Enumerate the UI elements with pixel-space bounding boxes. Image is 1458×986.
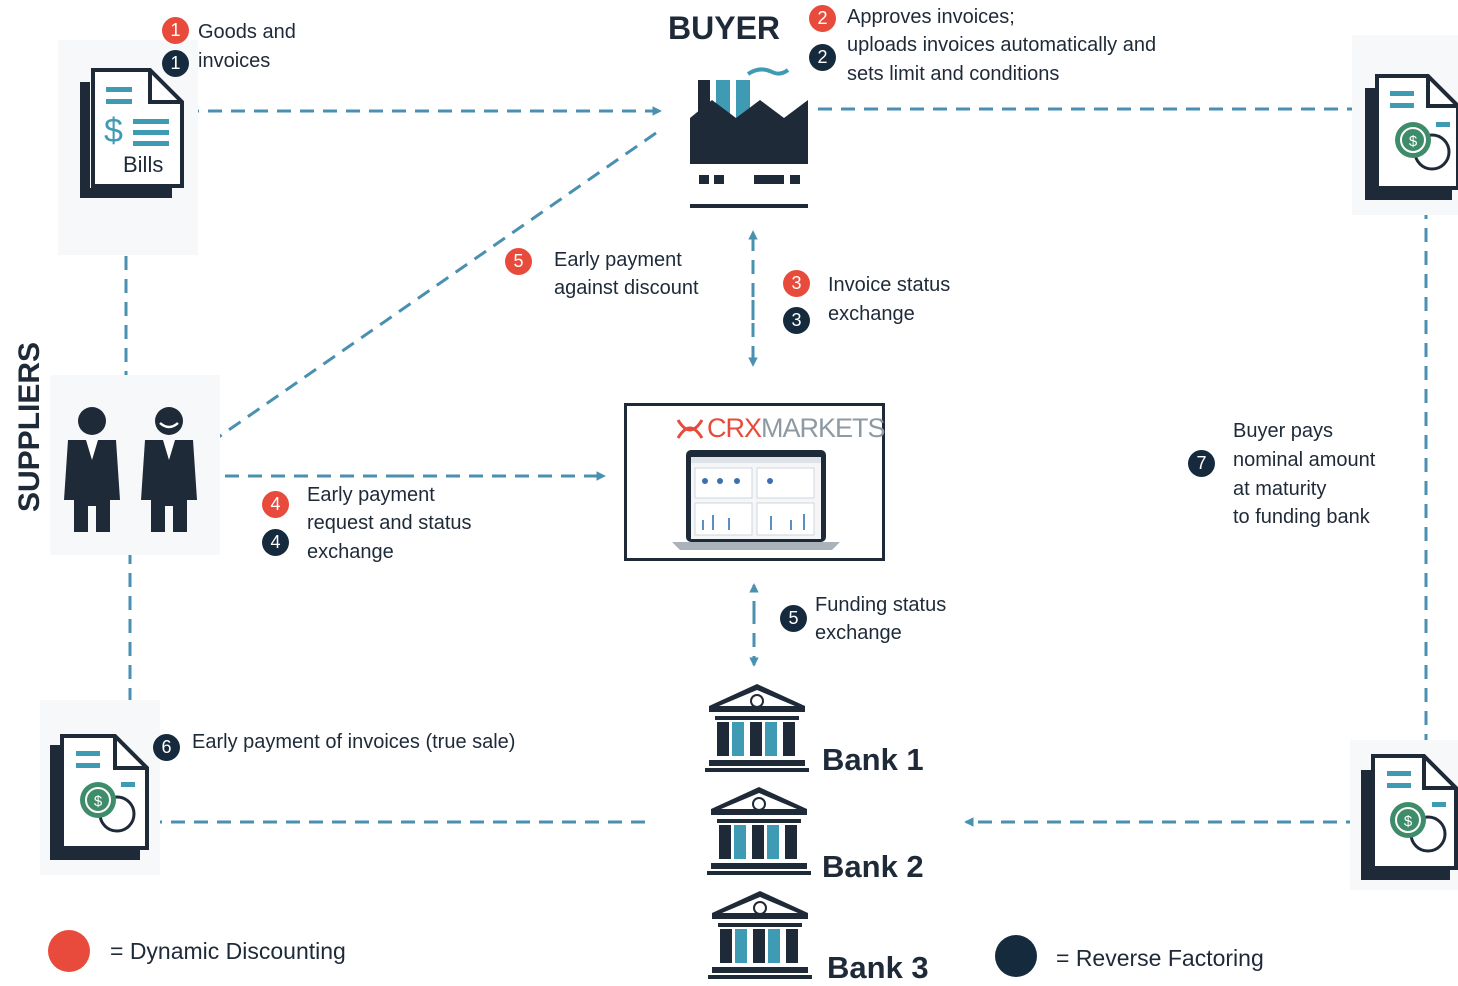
bank-icon: [705, 684, 809, 772]
step2-dd-badge: 2: [809, 5, 836, 32]
step5-rf-line2: exchange: [815, 622, 902, 644]
bank-icon: [707, 787, 811, 875]
step5-rf-line1: Funding status: [815, 594, 947, 616]
bills-label: Bills: [123, 152, 164, 177]
step2-line3: sets limit and conditions: [847, 63, 1060, 85]
step6-rf-badge: 6: [153, 734, 180, 761]
step3-line1: Invoice status: [828, 274, 951, 296]
step4-dd-badge: 4: [262, 491, 289, 518]
step3-line2: exchange: [828, 303, 915, 325]
crx-logo-markets: MARKETS: [761, 413, 886, 443]
step2-rf-badge: 2: [809, 44, 836, 71]
step4-line1: Early payment: [307, 484, 435, 506]
step5-dd-badge: 5: [505, 248, 532, 275]
bank1-label: Bank 1: [822, 742, 924, 777]
step5-dd-line1: Early payment: [554, 249, 682, 271]
legend-dd-swatch: [48, 930, 90, 972]
step3-rf-badge: 3: [783, 307, 810, 334]
step1-line2: invoices: [198, 50, 271, 72]
svg-text:$: $: [1404, 813, 1413, 830]
step1-rf-badge: 1: [162, 50, 189, 77]
step4-line2: request and status: [307, 512, 472, 534]
bank3-label: Bank 3: [827, 950, 929, 985]
step7-line3: at maturity: [1233, 478, 1327, 500]
bank-icon: [708, 891, 812, 979]
step4-rf-badge: 4: [262, 529, 289, 556]
step7-rf-badge: 7: [1188, 450, 1215, 477]
step2-line2: uploads invoices automatically and: [847, 34, 1157, 56]
step1-dd-badge: 1: [162, 17, 189, 44]
svg-text:$: $: [104, 112, 123, 150]
step5-rf-badge: 5: [780, 605, 807, 632]
svg-text:$: $: [1409, 133, 1418, 150]
legend-rf-label: = Reverse Factoring: [1056, 945, 1264, 971]
step5-dd-line2: against discount: [554, 277, 699, 299]
bank2-label: Bank 2: [822, 849, 924, 884]
legend-dd-label: = Dynamic Discounting: [110, 938, 346, 964]
step7-line1: Buyer pays: [1233, 420, 1334, 442]
step7-line4: to funding bank: [1233, 506, 1370, 528]
buyer-title: BUYER: [668, 10, 781, 46]
step7-line2: nominal amount: [1233, 449, 1376, 471]
step1-line1: Goods and: [198, 21, 296, 43]
legend-rf-swatch: [995, 935, 1037, 977]
crx-logo-crx: CRX: [707, 413, 762, 443]
step6-line1: Early payment of invoices (true sale): [192, 731, 516, 753]
step3-dd-badge: 3: [783, 270, 810, 297]
crx-logo: CRXMARKETS: [707, 413, 886, 444]
svg-text:$: $: [94, 793, 103, 810]
step4-line3: exchange: [307, 541, 394, 563]
step2-line1: Approves invoices;: [847, 6, 1015, 28]
